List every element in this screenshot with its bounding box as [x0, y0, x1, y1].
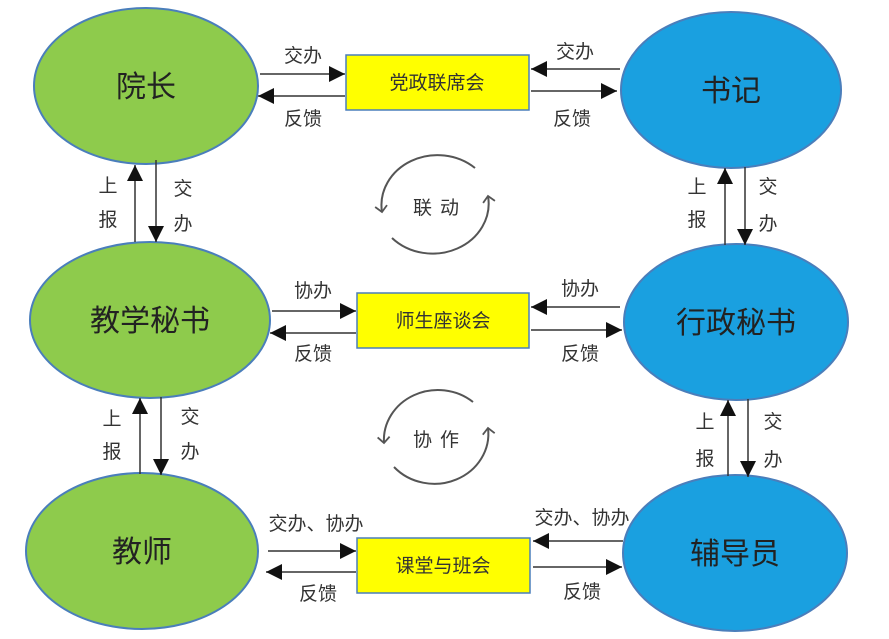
label-left-bottom-down-2: 办: [180, 441, 199, 463]
label-right-top-down-2: 办: [758, 213, 777, 235]
node-admin-secretary-label: 行政秘书: [676, 306, 796, 341]
box-class-meeting: 课堂与班会: [356, 537, 531, 594]
label-row1-left-bottom: 反馈: [284, 108, 322, 130]
label-left-top-down-1: 交: [173, 178, 192, 200]
label-left-bottom-up-1: 上: [102, 408, 121, 430]
label-left-bottom-up-2: 报: [102, 441, 121, 463]
node-secretary-label: 书记: [701, 74, 761, 109]
node-dean-label: 院长: [116, 70, 176, 105]
node-counselor: 辅导员: [622, 474, 848, 632]
node-secretary: 书记: [620, 11, 842, 169]
box-teacher-student-meeting: 师生座谈会: [356, 292, 530, 349]
label-right-bottom-up-1: 上: [695, 411, 714, 433]
box-party-meeting-label: 党政联席会: [389, 72, 484, 94]
label-right-top-down-1: 交: [758, 176, 777, 198]
label-right-bottom-up-2: 报: [695, 448, 714, 470]
cycle-cooperation-icon: 协作: [377, 389, 496, 485]
box-class-meeting-label: 课堂与班会: [395, 555, 490, 577]
node-counselor-label: 辅导员: [690, 537, 780, 572]
label-row1-left-top: 交办: [284, 45, 322, 67]
label-row1-right-bottom: 反馈: [553, 108, 591, 130]
node-teacher-label: 教师: [112, 535, 172, 570]
box-teacher-student-meeting-label: 师生座谈会: [395, 310, 490, 332]
label-right-top-up-2: 报: [687, 209, 706, 231]
label-row2-left-top: 协办: [294, 280, 332, 302]
cycle-linkage-icon: 联动: [374, 154, 496, 255]
cycle-cooperation-label: 协作: [413, 429, 467, 451]
label-left-top-up-1: 上: [98, 175, 117, 197]
node-teaching-secretary: 教学秘书: [29, 241, 271, 399]
node-dean: 院长: [33, 7, 259, 165]
box-party-meeting: 党政联席会: [345, 54, 530, 111]
label-row1-right-top: 交办: [556, 41, 594, 63]
label-right-bottom-down-2: 办: [763, 449, 782, 471]
label-right-bottom-down-1: 交: [763, 411, 782, 433]
node-admin-secretary: 行政秘书: [623, 243, 849, 401]
label-row3-right-bottom: 反馈: [563, 581, 601, 603]
node-teacher: 教师: [25, 472, 259, 630]
label-row3-left-bottom: 反馈: [299, 583, 337, 605]
node-teaching-secretary-label: 教学秘书: [90, 304, 210, 339]
label-row2-right-bottom: 反馈: [561, 343, 599, 365]
label-row2-right-top: 协办: [561, 278, 599, 300]
cycle-linkage-label: 联动: [413, 197, 467, 219]
label-left-top-up-2: 报: [98, 209, 117, 231]
label-row3-right-top: 交办、协办: [534, 507, 629, 529]
label-left-bottom-down-1: 交: [180, 406, 199, 428]
label-right-top-up-1: 上: [687, 176, 706, 198]
label-row2-left-bottom: 反馈: [294, 343, 332, 365]
label-left-top-down-2: 办: [173, 213, 192, 235]
label-row3-left-top: 交办、协办: [268, 513, 363, 535]
